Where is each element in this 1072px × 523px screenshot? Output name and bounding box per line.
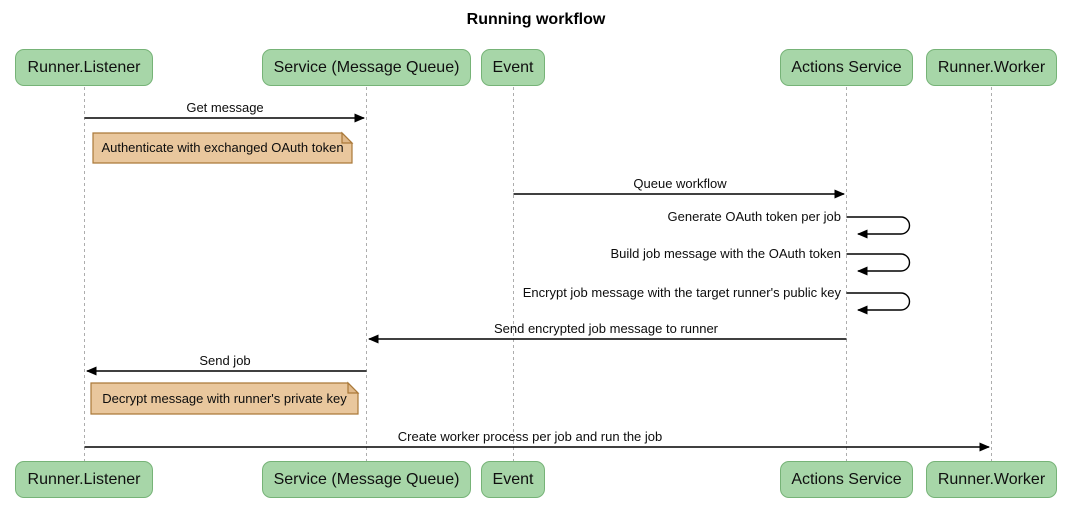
note-decrypt-box	[90, 382, 359, 415]
message-label-send-encrypted: Send encrypted job message to runner	[493, 321, 719, 336]
message-label-queue-workflow: Queue workflow	[633, 176, 727, 191]
diagram-title: Running workflow	[466, 11, 606, 28]
note-decrypt-text: Decrypt message with runner's private ke…	[102, 391, 347, 406]
message-label-generate-token: Generate OAuth token per job	[667, 209, 841, 224]
note-decrypt-fold-icon	[347, 381, 360, 394]
message-label-build-job-message: Build job message with the OAuth token	[610, 246, 841, 261]
message-label-get-message: Get message	[186, 100, 264, 115]
message-label-send-job: Send job	[199, 353, 251, 368]
self-loop-build-job-message	[846, 253, 911, 276]
note-authenticate-text: Authenticate with exchanged OAuth token	[101, 140, 344, 155]
message-label-encrypt-job-message: Encrypt job message with the target runn…	[522, 285, 841, 300]
actor-top-actions-service: Actions Service	[780, 49, 913, 86]
self-loop-generate-token	[846, 216, 911, 239]
actor-top-runner-listener: Runner.Listener	[15, 49, 153, 86]
self-loop-encrypt-job-message	[846, 292, 911, 315]
message-label-create-worker: Create worker process per job and run th…	[397, 429, 663, 444]
actor-bottom-runner-listener: Runner.Listener	[15, 461, 153, 498]
actor-bottom-actions-service: Actions Service	[780, 461, 913, 498]
actor-bottom-service-mq: Service (Message Queue)	[262, 461, 471, 498]
actor-bottom-runner-worker: Runner.Worker	[926, 461, 1057, 498]
actor-top-runner-worker: Runner.Worker	[926, 49, 1057, 86]
actor-top-event: Event	[481, 49, 545, 86]
note-authenticate-box	[92, 132, 353, 164]
actor-bottom-event: Event	[481, 461, 545, 498]
note-authenticate-fold-icon	[341, 131, 354, 144]
actor-top-service-mq: Service (Message Queue)	[262, 49, 471, 86]
